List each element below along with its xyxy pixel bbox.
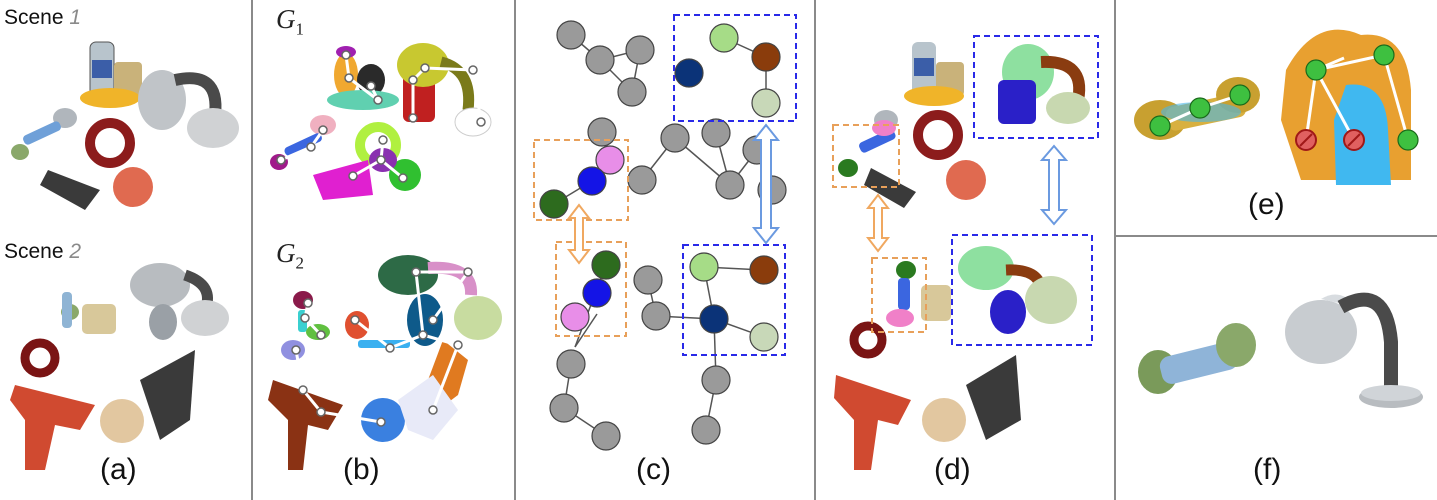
panel-f-label: (f) bbox=[1253, 453, 1282, 486]
lamp-point-cloud bbox=[1281, 29, 1419, 185]
graph-2-objects bbox=[268, 255, 502, 470]
graph-1-nodes bbox=[276, 50, 486, 183]
bone-point-cloud bbox=[1134, 77, 1260, 140]
double-arrow-orange bbox=[566, 203, 592, 265]
panel-c-label: (c) bbox=[636, 453, 671, 486]
scene-graph-overlays bbox=[268, 43, 502, 470]
matched-box-orange-bottom bbox=[555, 241, 627, 337]
matched-box-orange-top bbox=[832, 124, 900, 188]
matched-box-blue-bottom bbox=[951, 234, 1093, 346]
graph-2-nodes bbox=[291, 267, 473, 427]
panel-e: (e) bbox=[1116, 0, 1437, 235]
matched-box-blue-top bbox=[973, 35, 1099, 139]
reconstructed-objects bbox=[1138, 292, 1423, 408]
graph-edges bbox=[553, 34, 773, 437]
matched-box-blue-bottom bbox=[682, 244, 786, 356]
panel-c: (c) bbox=[516, 0, 814, 500]
panel-a: Scene 1 Scene 2 bbox=[0, 0, 251, 500]
divider-a-b bbox=[251, 0, 253, 500]
matched-scene-illustration bbox=[832, 35, 1099, 470]
divider-b-c bbox=[514, 0, 516, 500]
graph-matching-diagram bbox=[533, 14, 797, 451]
panel-d: (d) bbox=[816, 0, 1114, 500]
panel-e-label: (e) bbox=[1248, 188, 1285, 221]
graph-label-g1: G1 bbox=[276, 4, 304, 39]
double-arrow-orange bbox=[865, 193, 891, 253]
panel-d-label: (d) bbox=[934, 453, 971, 486]
gray-nodes bbox=[549, 20, 787, 451]
graph-1-objects bbox=[270, 43, 492, 200]
panel-b: G1 G2 bbox=[253, 0, 514, 500]
double-arrow-blue bbox=[1039, 144, 1069, 226]
matched-box-orange-bottom bbox=[871, 257, 927, 333]
scene-2-label: Scene 2 bbox=[4, 240, 82, 263]
panel-f: (f) bbox=[1116, 237, 1437, 500]
colored-nodes bbox=[539, 23, 781, 352]
divider-d-e bbox=[1114, 0, 1116, 500]
scene-bottom-objects bbox=[834, 246, 1077, 470]
scene-1-label: Scene 1 bbox=[4, 6, 82, 29]
double-arrow-blue bbox=[751, 123, 781, 245]
point-cloud-illustration bbox=[1134, 29, 1419, 185]
scene-top-objects bbox=[838, 42, 1090, 208]
bone-object bbox=[1138, 323, 1256, 394]
divider-c-d bbox=[814, 0, 816, 500]
panel-a-label: (a) bbox=[100, 453, 137, 486]
graph-label-g2: G2 bbox=[276, 238, 304, 273]
matched-box-blue-top bbox=[673, 14, 797, 122]
scene-2-objects bbox=[10, 263, 229, 470]
lamp-object bbox=[1285, 292, 1423, 408]
scene-1-objects bbox=[11, 41, 239, 210]
panel-b-label: (b) bbox=[343, 453, 380, 486]
divider-e-f bbox=[1116, 235, 1437, 237]
scene-illustrations bbox=[10, 41, 239, 470]
